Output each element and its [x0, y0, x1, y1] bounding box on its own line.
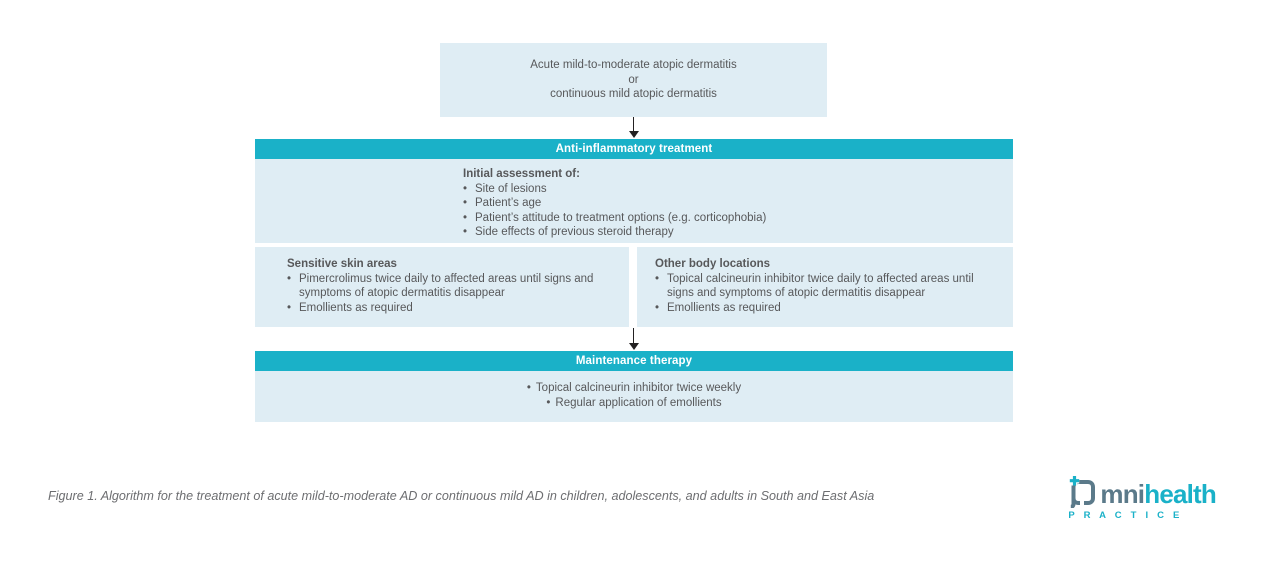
bullet-icon: • — [287, 272, 292, 285]
down-arrow-icon — [627, 117, 640, 138]
omnihealth-o-plus-icon — [1070, 476, 1096, 508]
list-item-text: Patient’s attitude to treatment options … — [475, 211, 767, 224]
bullet-icon: • — [287, 301, 292, 314]
list-item-text: Site of lesions — [475, 182, 547, 195]
arrow-shaft — [632, 117, 635, 131]
list-item-text: Pimercrolimus twice daily to affected ar… — [299, 272, 594, 300]
list-item: • Regular application of emollients — [255, 396, 1013, 411]
initial-assessment-content: Initial assessment of: • Site of lesions… — [463, 167, 766, 240]
list-item-text: Side effects of previous steroid therapy — [475, 226, 674, 238]
bullet-icon: • — [463, 211, 468, 224]
start-node: Acute mild-to-moderate atopic dermatitis… — [440, 43, 827, 117]
list-item-text: Patient’s age — [475, 197, 542, 209]
maintenance-therapy-node: • Topical calcineurin inhibitor twice we… — [255, 371, 1013, 422]
list-item-text: Emollients as required — [299, 301, 413, 314]
list-item-text: Topical calcineurin inhibitor twice week… — [535, 382, 742, 394]
bullet-icon: • — [546, 396, 551, 409]
down-arrow-icon — [627, 328, 640, 350]
other-body-locations-content: Other body locations • Topical calcineur… — [655, 257, 985, 315]
bullet-icon: • — [463, 182, 468, 195]
start-node-line2: or — [628, 73, 639, 86]
logo-text-omni: mni — [1100, 479, 1145, 509]
start-node-line3: continuous mild atopic dermatitis — [550, 88, 717, 101]
initial-assessment-title: Initial assessment of: — [463, 168, 580, 180]
list-item: • Topical calcineurin inhibitor twice da… — [655, 272, 985, 301]
list-item: • Patient’s attitude to treatment option… — [463, 211, 766, 226]
list-item: • Side effects of previous steroid thera… — [463, 225, 766, 240]
arrow-head — [628, 343, 639, 350]
bullet-icon: • — [463, 197, 468, 209]
list-item: • Patient’s age — [463, 196, 766, 211]
arrow-head — [628, 131, 639, 138]
other-body-locations-title: Other body locations — [655, 258, 771, 270]
bullet-icon: • — [463, 226, 468, 238]
bullet-icon: • — [655, 301, 660, 314]
figure-caption: Figure 1. Algorithm for the treatment of… — [48, 489, 875, 503]
sensitive-skin-areas-title: Sensitive skin areas — [287, 258, 397, 270]
logo-text-health: health — [1144, 479, 1217, 509]
list-item-text: Emollients as required — [667, 301, 781, 314]
start-node-line1: Acute mild-to-moderate atopic dermatitis — [530, 59, 737, 72]
initial-assessment-node: Initial assessment of: • Site of lesions… — [255, 159, 1013, 243]
anti-inflammatory-header: Anti-inflammatory treatment — [255, 139, 1013, 159]
other-body-locations-node: Other body locations • Topical calcineur… — [637, 247, 1013, 327]
list-item: • Emollients as required — [655, 301, 985, 316]
list-item: • Site of lesions — [463, 182, 766, 197]
list-item: • Emollients as required — [287, 301, 605, 316]
logo-tagline: P R A C T I C E — [1068, 510, 1183, 521]
sensitive-skin-areas-content: Sensitive skin areas • Pimercrolimus twi… — [287, 257, 605, 315]
arrow-shaft — [632, 328, 635, 343]
list-item: • Topical calcineurin inhibitor twice we… — [255, 381, 1013, 396]
maintenance-therapy-header: Maintenance therapy — [255, 351, 1013, 371]
bullet-icon: • — [655, 272, 660, 285]
list-item-text: Topical calcineurin inhibitor twice dail… — [667, 272, 974, 300]
bullet-icon: • — [526, 382, 531, 394]
list-item-text: Regular application of emollients — [555, 396, 722, 409]
sensitive-skin-areas-node: Sensitive skin areas • Pimercrolimus twi… — [255, 247, 629, 327]
list-item: • Pimercrolimus twice daily to affected … — [287, 272, 605, 301]
